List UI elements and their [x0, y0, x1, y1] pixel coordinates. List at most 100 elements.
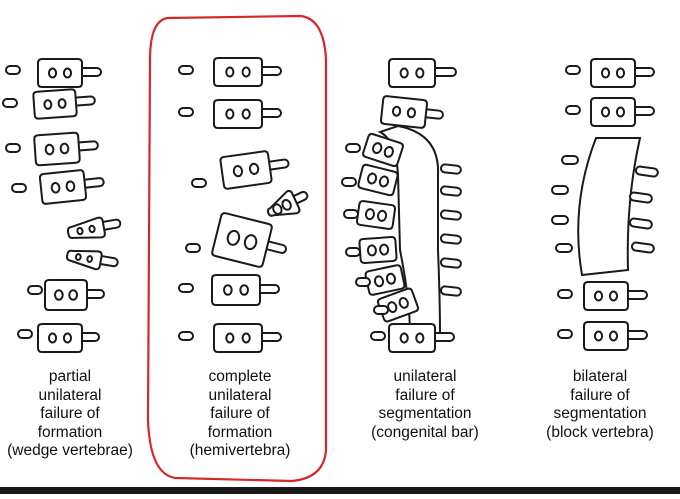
foramen-right	[88, 224, 96, 234]
caption-partial: partial unilateral failure of formation …	[0, 368, 140, 461]
vertebra	[590, 58, 655, 88]
vertebra	[213, 323, 282, 353]
foramen-left	[593, 290, 604, 302]
vertebral-body	[211, 274, 261, 306]
caption-line: bilateral	[572, 368, 628, 385]
foramen-right	[65, 180, 76, 193]
process-tab	[634, 165, 659, 178]
vertebral-body	[388, 58, 436, 88]
process-tab	[551, 185, 569, 195]
vertebra	[37, 323, 100, 353]
process-tab	[551, 215, 569, 225]
caption-line: unilateral	[38, 386, 102, 404]
vertebra	[65, 249, 119, 271]
vertebra	[219, 150, 290, 190]
process-tab	[178, 283, 194, 293]
vertebra	[590, 97, 655, 127]
vertebra	[376, 287, 420, 323]
foramen-left	[272, 203, 283, 215]
foramen-left	[372, 142, 383, 155]
caption-line: (block vertebra)	[546, 423, 654, 441]
process-tab	[185, 243, 201, 253]
vertebra	[583, 281, 648, 311]
vertebral-body	[213, 57, 263, 87]
process-tab	[345, 247, 361, 257]
caption-line: failure of	[210, 405, 270, 422]
vertebra	[44, 279, 105, 311]
process-tab	[345, 143, 361, 153]
block-vertebra	[577, 137, 642, 277]
foramen-right	[59, 142, 70, 155]
foramen-right	[248, 162, 260, 175]
foramen-left	[399, 67, 409, 79]
process-tab	[555, 243, 573, 253]
process-tab	[2, 98, 18, 108]
foramen-right	[62, 332, 73, 344]
vertebral-body	[66, 216, 106, 239]
vertebra	[583, 321, 648, 351]
foramen-right	[608, 330, 619, 342]
foramen-right	[383, 145, 394, 158]
vertebra	[37, 58, 102, 88]
panel-congenital-bar	[341, 58, 462, 353]
process-tab	[178, 65, 194, 75]
caption-line: segmentation	[553, 405, 647, 422]
process-tab	[370, 331, 386, 341]
vertebral-body	[219, 150, 273, 190]
highlight-outline	[146, 14, 328, 483]
process-tab	[439, 257, 462, 269]
foramen-right	[398, 297, 409, 309]
vertebra	[213, 57, 282, 87]
process-tab	[439, 163, 462, 175]
process-tab	[630, 241, 655, 254]
caption-line: failure of	[395, 386, 455, 404]
vertebral-body	[362, 132, 404, 168]
foramen-left	[223, 284, 233, 296]
vertebral-body	[590, 58, 636, 88]
foramen-right	[241, 108, 251, 120]
process-tab	[628, 191, 653, 204]
vertebra	[380, 95, 444, 129]
process-tab	[439, 285, 462, 297]
foramen-left	[74, 253, 82, 261]
process-tab	[628, 217, 653, 230]
foramen-right	[385, 272, 397, 285]
foramen-left	[232, 165, 244, 178]
vertebral-body	[211, 212, 273, 268]
caption-line: partial	[48, 368, 92, 385]
vertebra	[355, 200, 397, 230]
foramen-right	[615, 106, 626, 118]
caption-line: unilateral	[208, 386, 272, 404]
vertebral-body	[583, 321, 629, 351]
caption-line: complete	[208, 368, 272, 385]
process-tab	[439, 233, 462, 245]
vertebra	[358, 236, 398, 264]
foramen-left	[593, 330, 604, 342]
foramen-left	[47, 332, 58, 344]
foramen-left	[44, 143, 55, 156]
vertebra	[388, 58, 457, 88]
vertebra	[38, 169, 105, 205]
foramen-left	[47, 67, 58, 79]
vertebra	[357, 163, 399, 197]
vertebra	[33, 131, 99, 167]
process-tab	[5, 65, 21, 75]
caption-line: formation	[37, 423, 103, 441]
process-tab	[341, 177, 357, 187]
vertebral-body	[37, 58, 83, 88]
vertebral-body	[590, 97, 636, 127]
vertebral-body	[380, 95, 428, 129]
foramen-left	[366, 244, 377, 257]
foramen-right	[243, 234, 258, 251]
caption-line: (congenital bar)	[371, 423, 479, 441]
caption-line: (hemivertebra)	[189, 442, 291, 459]
vertebral-body	[213, 99, 263, 129]
process-tab	[178, 107, 194, 117]
process-tab	[565, 65, 581, 75]
foramen-right	[281, 199, 292, 211]
foramen-right	[415, 332, 425, 344]
process-tab	[17, 329, 33, 339]
vertebral-body	[355, 200, 397, 230]
